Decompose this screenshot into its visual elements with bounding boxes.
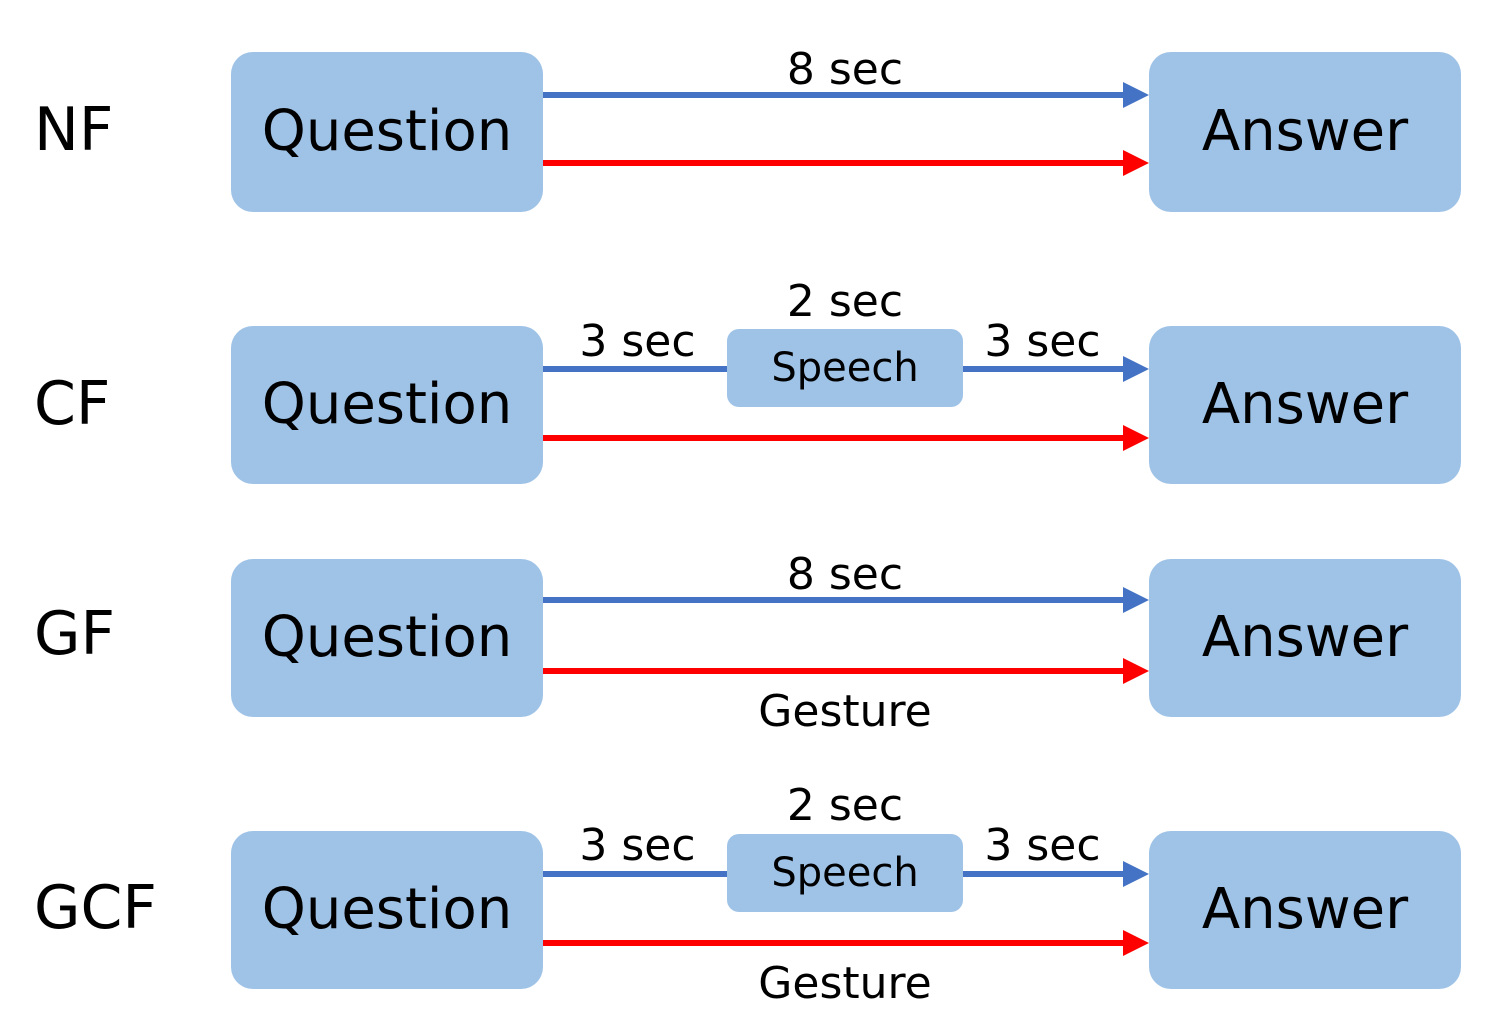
row-gf: GF Question 8 sec Gesture Answer bbox=[34, 549, 1461, 737]
question-box: Question bbox=[231, 326, 543, 484]
timing-label: 2 sec bbox=[786, 780, 904, 831]
question-box: Question bbox=[231, 831, 543, 989]
row-label: GF bbox=[34, 599, 116, 669]
blue-arrow bbox=[543, 82, 1149, 108]
answer-box: Answer bbox=[1149, 831, 1461, 989]
speech-box: Speech bbox=[727, 329, 963, 407]
red-arrow bbox=[543, 930, 1149, 956]
answer-box: Answer bbox=[1149, 326, 1461, 484]
timing-label: 3 sec bbox=[984, 316, 1101, 367]
timing-label: 8 sec bbox=[786, 44, 904, 95]
red-arrow bbox=[543, 150, 1149, 176]
timing-label: 8 sec bbox=[786, 549, 904, 600]
timing-label: 3 sec bbox=[579, 820, 696, 871]
timing-label: 3 sec bbox=[579, 316, 696, 367]
red-arrow bbox=[543, 425, 1149, 451]
question-box: Question bbox=[231, 559, 543, 717]
gesture-label: Gesture bbox=[758, 686, 932, 737]
row-label: NF bbox=[34, 95, 114, 165]
answer-box: Answer bbox=[1149, 559, 1461, 717]
blue-arrow bbox=[963, 356, 1149, 382]
timing-label: 2 sec bbox=[786, 276, 904, 327]
speech-box: Speech bbox=[727, 834, 963, 912]
blue-arrow bbox=[963, 861, 1149, 887]
timing-label: 3 sec bbox=[984, 820, 1101, 871]
blue-segment bbox=[543, 871, 727, 877]
blue-segment bbox=[543, 366, 727, 372]
answer-box: Answer bbox=[1149, 52, 1461, 212]
row-label: CF bbox=[34, 369, 111, 439]
blue-arrow bbox=[543, 587, 1149, 613]
row-label: GCF bbox=[34, 873, 157, 943]
row-nf: NF Question 8 sec Answer bbox=[0, 0, 1488, 240]
gesture-label: Gesture bbox=[758, 958, 932, 1009]
row-cf: CF Question 2 sec 3 sec 3 sec Speech Ans… bbox=[0, 0, 1488, 500]
red-arrow bbox=[543, 658, 1149, 684]
question-box: Question bbox=[231, 52, 543, 212]
